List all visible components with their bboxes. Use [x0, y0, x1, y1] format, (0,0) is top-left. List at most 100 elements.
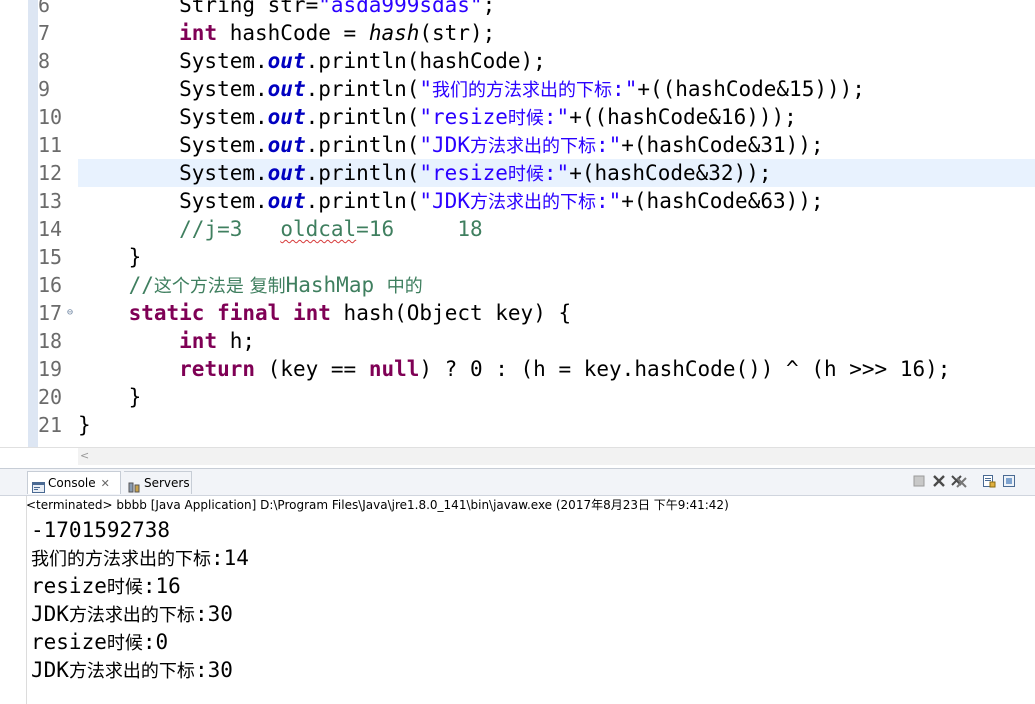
console-output-line: -1701592738 [31, 516, 1031, 544]
code-line[interactable]: System.out.println("resize时候:"+((hashCod… [78, 103, 1035, 131]
code-token: "resize [419, 105, 508, 129]
output-text: :14 [211, 546, 249, 570]
terminate-icon[interactable] [911, 474, 927, 490]
pin-console-icon[interactable] [1001, 474, 1017, 490]
code-token: ; [482, 0, 496, 17]
output-text: 方法求出的下标 [68, 605, 195, 626]
code-token: out [267, 105, 306, 129]
code-token: } [78, 413, 91, 437]
code-token: :" [595, 189, 622, 213]
code-token: +(hashCode&31)); [621, 133, 824, 157]
code-line[interactable]: String str="asda999sdas"; [78, 0, 1035, 19]
output-text: :0 [142, 630, 169, 654]
output-text: 时候 [106, 633, 143, 654]
scroll-left-icon[interactable]: < [80, 449, 90, 462]
code-token [78, 273, 129, 297]
code-token: out [267, 133, 306, 157]
output-text: 我们的方法求出的下标 [31, 549, 211, 570]
code-token: } [78, 385, 142, 409]
code-token: 方法求出的下标 [469, 136, 596, 157]
code-token: .println( [305, 161, 420, 185]
editor-horizontal-scrollbar[interactable]: < [78, 447, 1035, 465]
console-output-line: JDK方法求出的下标:30 [31, 600, 1031, 628]
code-token: .println( [305, 77, 420, 101]
code-line[interactable]: System.out.println("JDK方法求出的下标:"+(hashCo… [78, 131, 1035, 159]
code-token: .println( [305, 105, 420, 129]
code-token: System. [78, 161, 268, 185]
code-token: (str); [419, 21, 496, 45]
code-line[interactable]: int hashCode = hash(str); [78, 19, 1035, 47]
code-line[interactable]: //这个方法是 复制HashMap 中的 [78, 271, 1035, 299]
code-token: 这个方法是 复制 [153, 276, 286, 297]
code-token: .println(hashCode); [305, 49, 546, 73]
code-token: out [267, 77, 306, 101]
line-number: 13 [38, 189, 63, 213]
tab-servers[interactable]: Servers [124, 471, 192, 494]
code-token: :" [595, 133, 622, 157]
code-line[interactable]: System.out.println(hashCode); [78, 47, 1035, 75]
code-token: System. [78, 77, 268, 101]
code-token: int [179, 21, 218, 45]
code-line[interactable]: static final int hash(Object key) { [78, 299, 1035, 327]
output-text: 时候 [106, 577, 143, 598]
code-token: +((hashCode&16))); [569, 105, 797, 129]
line-number: 15 [38, 245, 63, 269]
close-icon[interactable]: ✕ [100, 477, 110, 490]
code-token [78, 301, 129, 325]
code-token: int [292, 301, 331, 325]
code-token: 时候 [507, 108, 544, 129]
tab-servers-label: Servers [144, 476, 190, 490]
line-number: 21 [38, 413, 63, 437]
annotation-overview-ruler [28, 0, 38, 447]
code-line[interactable]: return (key == null) ? 0 : (h = key.hash… [78, 355, 1035, 383]
remove-launch-icon[interactable] [931, 474, 947, 490]
code-line[interactable]: } [78, 411, 1035, 439]
code-token: +(hashCode&63)); [621, 189, 824, 213]
current-line-highlight [38, 159, 78, 187]
current-code-line[interactable]: System.out.println("resize时候:"+(hashCode… [78, 159, 1035, 187]
code-line[interactable]: int h; [78, 327, 1035, 355]
code-token: .println( [305, 189, 420, 213]
fold-collapse-icon[interactable]: ⊖ [67, 307, 74, 318]
vertical-ruler [0, 0, 28, 447]
code-token: :" [543, 105, 570, 129]
code-token: :" [612, 77, 638, 101]
line-number: 20 [38, 385, 63, 409]
line-number: 6 [38, 0, 51, 17]
code-token: System. [78, 189, 268, 213]
code-line[interactable]: } [78, 383, 1035, 411]
code-token: String str= [78, 0, 319, 17]
code-token: +(hashCode&32)); [569, 161, 772, 185]
code-token: HashMap [285, 273, 387, 297]
code-line[interactable]: //j=3 oldcal=16 18 [78, 215, 1035, 243]
code-token: 时候 [507, 164, 544, 185]
remove-all-icon[interactable] [951, 474, 967, 490]
code-token: out [267, 189, 306, 213]
output-text: -1701592738 [31, 518, 171, 542]
code-area[interactable]: String str="asda999sdas"; int hashCode =… [78, 0, 1035, 447]
line-number: 8 [38, 49, 51, 73]
code-token [78, 329, 179, 353]
code-token: h; [217, 329, 256, 353]
tab-console[interactable]: Console✕ [27, 471, 121, 494]
code-token: static [128, 301, 205, 325]
code-token: 我们的方法求出的下标 [432, 80, 613, 101]
line-number: 14 [38, 217, 63, 241]
line-number: 18 [38, 329, 63, 353]
code-token: .println( [305, 133, 420, 157]
code-token [204, 301, 217, 325]
output-text: resize [31, 574, 107, 598]
scroll-lock-icon[interactable] [981, 474, 997, 490]
code-line[interactable]: System.out.println("我们的方法求出的下标:"+((hashC… [78, 75, 1035, 103]
line-number: 17 [38, 301, 63, 325]
code-token: "JDK [419, 189, 470, 213]
output-text: :16 [142, 574, 181, 598]
code-token: =16 18 [356, 217, 483, 241]
code-line[interactable]: } [78, 243, 1035, 271]
output-text: :30 [194, 602, 233, 626]
code-token: } [78, 245, 142, 269]
code-line[interactable]: System.out.println("JDK方法求出的下标:"+(hashCo… [78, 187, 1035, 215]
